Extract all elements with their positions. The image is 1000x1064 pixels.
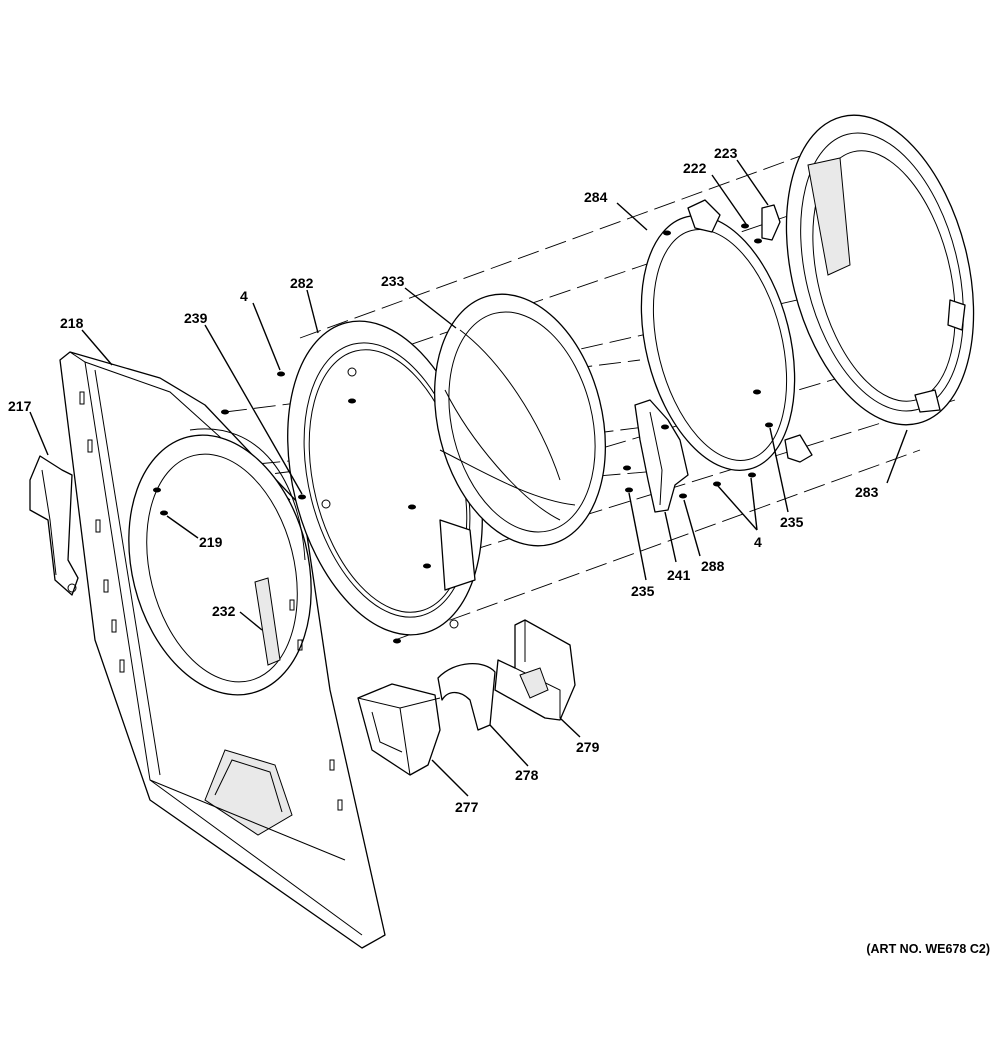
callout-4-left: 4 — [240, 288, 248, 304]
hinge-pin-223 — [761, 204, 781, 241]
callout-241: 241 — [667, 567, 691, 583]
callout-219: 219 — [199, 534, 223, 550]
callout-labels: 217 218 239 4 282 233 284 222 223 283 23… — [8, 145, 990, 956]
callout-283: 283 — [855, 484, 879, 500]
callout-279: 279 — [576, 739, 600, 755]
dispenser-bracket-279 — [494, 619, 576, 721]
callout-222: 222 — [683, 160, 707, 176]
callout-4-right: 4 — [754, 534, 762, 550]
callout-217: 217 — [8, 398, 32, 414]
art-number: (ART NO. WE678 C2) — [866, 942, 990, 956]
callout-284: 284 — [584, 189, 608, 205]
outer-door-ring-283 — [785, 114, 975, 426]
curved-cover-278 — [437, 662, 496, 731]
callout-232: 232 — [212, 603, 236, 619]
callout-239: 239 — [184, 310, 208, 326]
callout-233: 233 — [381, 273, 405, 289]
door-bowl-233 — [433, 293, 607, 547]
leader-lines — [29, 159, 908, 797]
callout-278: 278 — [515, 767, 539, 783]
callout-277: 277 — [455, 799, 479, 815]
latch-assembly-217 — [29, 455, 79, 596]
dispenser-housing-277 — [357, 683, 441, 776]
screws — [153, 223, 773, 644]
hinge-ring-284 — [640, 199, 813, 471]
inner-ring-282 — [287, 320, 483, 636]
front-panel-218 — [59, 351, 386, 949]
bracket-232 — [254, 577, 281, 666]
callout-282: 282 — [290, 275, 314, 291]
callout-218: 218 — [60, 315, 84, 331]
callout-235-left: 235 — [631, 583, 655, 599]
callout-235-right: 235 — [780, 514, 804, 530]
hinge-241 — [634, 399, 689, 513]
callout-288: 288 — [701, 558, 725, 574]
callout-223: 223 — [714, 145, 738, 161]
